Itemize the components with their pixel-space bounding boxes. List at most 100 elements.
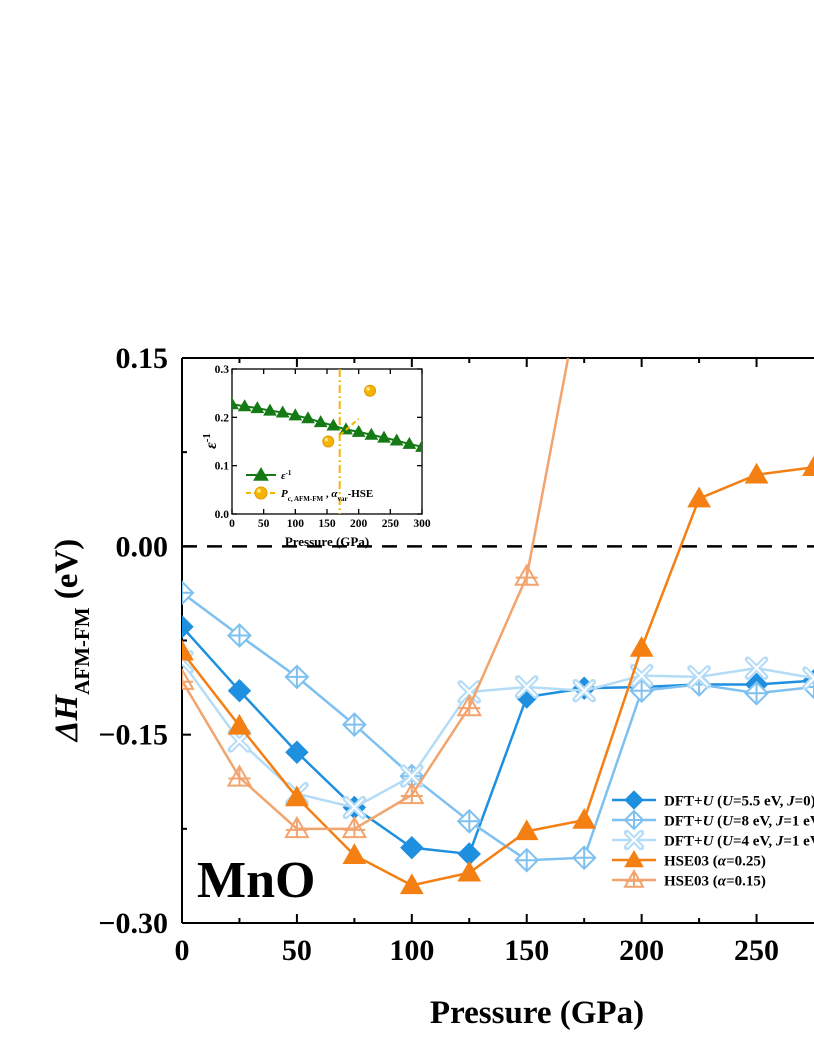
inset-x-axis-title: Pressure (GPa): [285, 534, 369, 549]
inset-x-tick-label: 0: [229, 518, 235, 530]
inset-legend-item: Pc, AFM-FM , αvar-HSE: [246, 486, 373, 503]
main-legend-label: DFT+U (U=8 eV, J=1 eV): [664, 814, 814, 830]
main-series-4: [182, 358, 570, 839]
inset-data-point: [415, 439, 422, 452]
inset-data-point: [377, 430, 391, 443]
inset-data-point: [326, 418, 341, 431]
inset-series-line: [339, 418, 360, 436]
main-data-point: [629, 636, 654, 657]
main-legend-item: DFT+U (U=5.5 eV, J=0): [612, 790, 814, 810]
inset-x-tick-label: 300: [413, 518, 431, 530]
inset-series-0: [232, 397, 422, 452]
main-legend-marker: [623, 809, 645, 831]
main-x-tick-label: 200: [619, 934, 664, 967]
main-legend-item: DFT+U (U=4 eV, J=1 eV): [612, 829, 814, 851]
main-data-point: [687, 665, 711, 689]
inset-data-point: [263, 403, 277, 416]
inset-data-point: [389, 433, 404, 446]
main-x-tick-label: 0: [175, 934, 190, 967]
main-data-point: [457, 860, 482, 882]
inset-data-point: [322, 435, 335, 448]
main-data-point: [227, 623, 252, 648]
inset-legend: ε-1Pc, AFM-FM , αvar-HSE: [246, 466, 373, 503]
inset-data-point: [364, 427, 379, 440]
main-x-tick-label: 100: [389, 934, 434, 967]
main-legend: DFT+U (U=5.5 eV, J=0) DFT+U (U=8 eV, J=1 …: [612, 790, 814, 890]
main-x-axis-title: Pressure (GPa): [430, 995, 644, 1031]
main-legend-label: HSE03 (α=0.15): [664, 874, 766, 890]
inset-data-point: [402, 436, 417, 449]
main-data-point: [285, 785, 309, 807]
main-data-point: [342, 843, 367, 864]
inset-y-tick-label: 0.0: [215, 509, 230, 521]
main-data-point: [341, 712, 367, 738]
main-data-point: [572, 678, 596, 703]
inset-legend-marker: [253, 466, 269, 481]
main-x-tick-label: 50: [282, 934, 312, 967]
main-y-axis-title-sub: AFM-FM: [70, 607, 94, 695]
main-data-point: [400, 835, 424, 860]
main-data-point: [802, 455, 814, 476]
main-data-point: [802, 666, 814, 690]
inset-y-tick-label: 0.2: [215, 412, 230, 424]
inset-x-tick-label: 100: [287, 518, 305, 530]
inset-legend-marker: [254, 486, 268, 500]
inset-x-tick-label: 200: [350, 518, 368, 530]
inset-data-point: [313, 415, 328, 428]
inset-legend-label: ε-1: [281, 469, 292, 482]
main-series-group: [182, 358, 814, 895]
main-data-point: [456, 694, 482, 717]
main-data-point: [227, 713, 252, 735]
main-data-point: [284, 664, 310, 690]
main-legend-label: DFT+U (U=4 eV, J=1 eV): [664, 834, 814, 850]
inset-data-point: [237, 399, 252, 412]
main-series-3: [182, 455, 814, 895]
inset-data-point: [364, 384, 377, 397]
main-data-point: [399, 781, 425, 805]
inset-series-1: [322, 384, 377, 448]
main-data-point: [744, 656, 769, 680]
inset-x-tick-label: 50: [258, 518, 270, 530]
main-data-point: [226, 764, 253, 787]
inset-data-point: [275, 405, 290, 418]
main-data-point: [284, 815, 310, 839]
main-legend-item: HSE03 (α=0.25): [612, 849, 766, 870]
main-legend-marker: [624, 790, 644, 810]
main-data-point: [744, 462, 769, 484]
main-x-tick-label: 250: [734, 934, 779, 967]
inset-data-point: [301, 411, 315, 424]
main-data-point: [182, 614, 194, 639]
main-legend-marker: [623, 829, 645, 851]
main-data-point: [399, 873, 424, 895]
material-label: MnO: [197, 852, 315, 909]
inset-legend-item: ε-1: [246, 466, 292, 482]
main-legend-label: DFT+U (U=5.5 eV, J=0): [664, 794, 814, 810]
main-data-point: [571, 845, 597, 871]
main-y-tick-label: −0.30: [98, 907, 168, 940]
main-data-point: [456, 808, 482, 834]
main-data-point: [457, 680, 482, 704]
main-data-point: [572, 808, 597, 829]
main-data-point: [342, 795, 367, 820]
inset-y-tick-label: 0.3: [215, 364, 230, 376]
main-x-tick-label: 150: [504, 934, 549, 967]
main-data-point: [400, 764, 424, 788]
main-data-point: [182, 639, 194, 661]
main-data-point: [744, 680, 769, 706]
main-series-line: [182, 465, 814, 887]
inset-data-point: [232, 397, 239, 410]
inset-y-axis-title-main: ε: [203, 442, 220, 449]
main-data-point: [341, 815, 368, 839]
main-data-point: [629, 663, 654, 688]
inset-y-axis-title-sup: -1: [201, 433, 213, 442]
main-y-axis-title: ΔHAFM-FM (eV): [49, 539, 94, 744]
main-data-point: [687, 486, 711, 508]
main-legend-item: DFT+U (U=8 eV, J=1 eV): [612, 809, 814, 831]
main-legend-item: HSE03 (α=0.15): [612, 868, 766, 890]
main-data-point: [285, 740, 309, 764]
main-y-axis-title-main: ΔH: [49, 694, 85, 744]
